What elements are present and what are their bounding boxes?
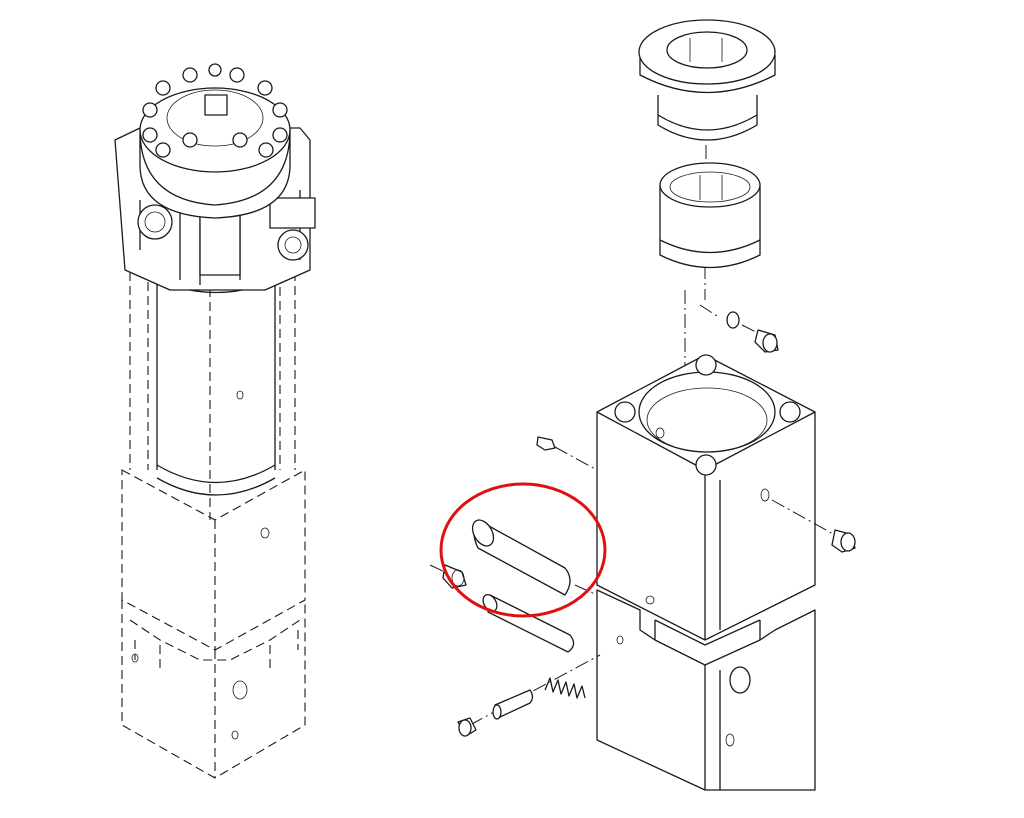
plug-screw bbox=[754, 329, 779, 353]
main-block bbox=[596, 354, 816, 791]
highlighted-pin bbox=[471, 519, 598, 596]
top-cap bbox=[638, 19, 776, 141]
side-nut bbox=[771, 499, 856, 553]
o-ring bbox=[726, 311, 740, 329]
lower-housing-dashed bbox=[121, 469, 306, 779]
sleeve-bushing bbox=[659, 162, 761, 269]
grease-fitting bbox=[536, 436, 598, 471]
top-flange bbox=[139, 63, 291, 219]
highlight-circle bbox=[439, 482, 607, 618]
flange-bolts bbox=[142, 63, 288, 158]
assembled-cylinder-unit bbox=[114, 63, 316, 779]
spring-assembly bbox=[457, 654, 601, 737]
rod-pin bbox=[429, 564, 575, 653]
exploded-parts bbox=[429, 19, 856, 791]
